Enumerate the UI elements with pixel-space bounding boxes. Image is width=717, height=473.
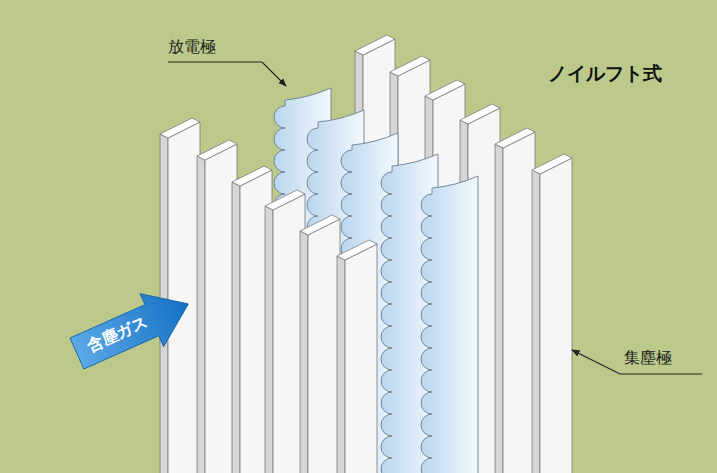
leader-line <box>168 62 286 86</box>
collecting-plates-back <box>355 35 572 473</box>
part-label: 放電極 <box>168 37 216 56</box>
collecting-plate <box>160 118 200 473</box>
discharge-electrodes <box>274 88 478 473</box>
collecting-plate <box>337 240 377 473</box>
gas-arrow <box>65 277 200 380</box>
collecting-plates-front <box>160 118 377 473</box>
part-label: 集塵極 <box>624 348 672 367</box>
collecting-plate <box>532 154 572 473</box>
collecting-plate <box>495 128 535 473</box>
discharge-electrode <box>421 176 478 473</box>
collecting-plate <box>232 166 272 473</box>
collecting-plate <box>300 215 340 473</box>
diagram-title: ノイルフト式 <box>548 62 662 85</box>
collecting-plate <box>197 140 237 473</box>
collecting-plate <box>265 190 305 473</box>
